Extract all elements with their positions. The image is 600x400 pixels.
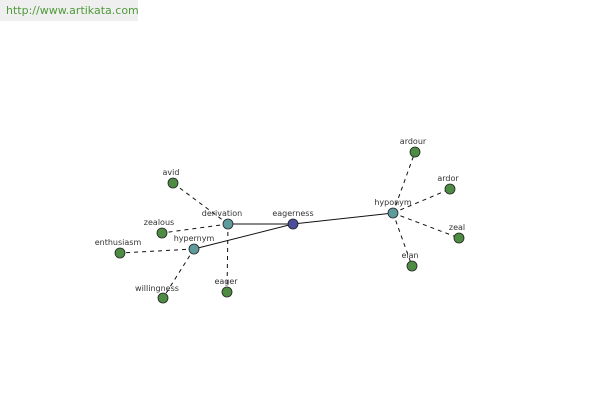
edge-hyponym-ardor <box>392 188 451 214</box>
node-ardour[interactable] <box>409 146 421 158</box>
node-avid[interactable] <box>167 177 179 189</box>
source-url-link[interactable]: http://www.artikata.com <box>0 0 139 21</box>
edge-derivation-eager <box>226 223 229 293</box>
graph-labels: eagerness derivation hypernym hyponym avid ze… <box>95 137 465 293</box>
edge-hyponym-elan <box>392 212 413 267</box>
node-eagerness[interactable] <box>287 218 299 230</box>
node-label-willingness: willingness <box>135 284 179 293</box>
node-zeal[interactable] <box>453 232 465 244</box>
node-label-eager: eager <box>214 277 238 286</box>
node-label-hyponym: hyponym <box>374 198 412 207</box>
edge-hypernym-enthusiasm <box>119 248 195 254</box>
edge-hypernym-willingness <box>162 248 195 299</box>
node-label-derivation: derivation <box>202 209 242 218</box>
edge-eagerness-hypernym <box>193 223 294 250</box>
node-label-elan: elan <box>401 251 418 260</box>
node-label-zealous: zealous <box>144 218 174 227</box>
node-elan[interactable] <box>406 260 418 272</box>
node-enthusiasm[interactable] <box>114 247 126 259</box>
edge-hyponym-ardour <box>392 151 416 214</box>
node-label-eagerness: eagerness <box>272 209 313 218</box>
node-eager[interactable] <box>221 286 233 298</box>
node-hyponym[interactable] <box>387 207 399 219</box>
edge-hyponym-zeal <box>392 212 460 239</box>
node-derivation[interactable] <box>222 218 234 230</box>
node-ardor[interactable] <box>444 183 456 195</box>
graph-edges <box>119 151 460 299</box>
node-willingness[interactable] <box>157 292 169 304</box>
edge-derivation-zealous <box>161 223 229 234</box>
node-hypernym[interactable] <box>188 243 200 255</box>
node-label-zeal: zeal <box>449 223 465 232</box>
edge-derivation-avid <box>172 182 229 225</box>
graph-nodes <box>114 146 465 304</box>
node-label-ardor: ardor <box>437 174 459 183</box>
node-zealous[interactable] <box>156 227 168 239</box>
node-label-enthusiasm: enthusiasm <box>95 238 142 247</box>
edge-eagerness-hyponym <box>292 212 394 225</box>
node-label-hypernym: hypernym <box>174 234 215 243</box>
node-label-ardour: ardour <box>400 137 427 146</box>
node-label-avid: avid <box>163 168 180 177</box>
